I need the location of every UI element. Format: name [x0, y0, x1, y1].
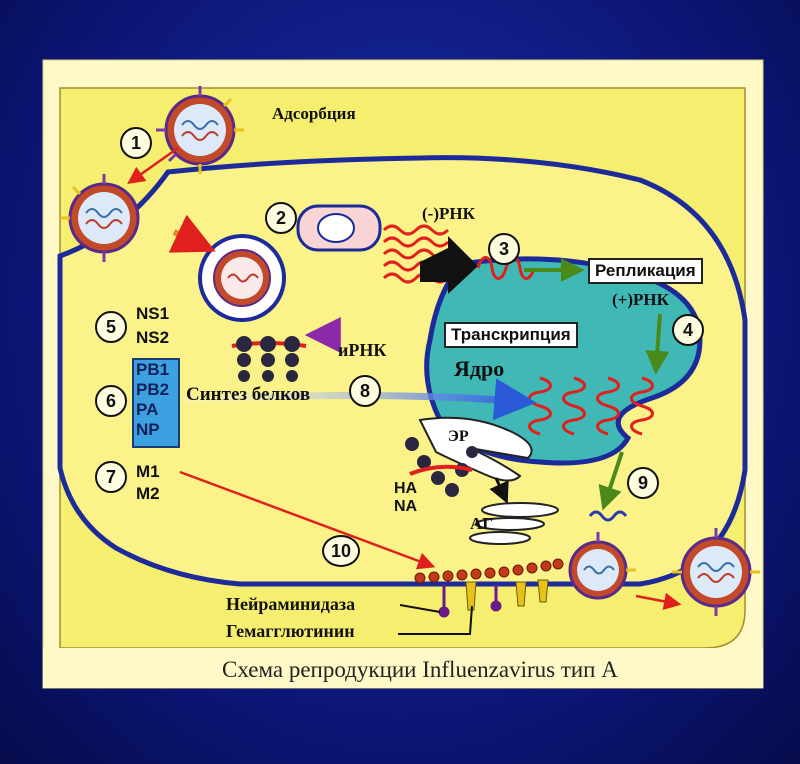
golgi-apparatus — [469, 502, 559, 545]
pointer-hemagglutinin — [398, 605, 473, 635]
virion-adsorption — [164, 94, 236, 166]
membrane-m1-dots — [414, 558, 564, 584]
step-3-marker: 3 — [488, 233, 520, 265]
virion-budding — [568, 540, 628, 600]
label-ns1: NS1 — [136, 304, 170, 323]
label-golgi: АГ — [470, 514, 494, 533]
label-pos-rna: (+)РНК — [612, 290, 669, 309]
arrow-endocytosis — [168, 214, 216, 253]
label-nucleus: Ядро — [454, 356, 505, 381]
label-replication: Репликация — [588, 258, 703, 284]
virion-spikes — [60, 86, 760, 616]
label-protein-synthesis: Синтез белков — [186, 384, 311, 405]
polymerase-protein-box: PB1 PB2 PA NP — [132, 358, 180, 448]
label-ha: HA — [394, 480, 418, 497]
pointer-neuraminidase — [399, 604, 441, 613]
step-1-marker: 1 — [120, 127, 152, 159]
rna-coil-step3 — [476, 256, 536, 280]
label-er: ЭР — [448, 428, 469, 445]
figure-caption: Схема репродукции Influenzavirus тип А — [222, 657, 618, 682]
arrow-m1-to-membrane — [179, 470, 436, 570]
label-adsorption: Адсорбция — [272, 104, 356, 123]
label-m2: M2 — [136, 484, 160, 503]
ribosomes-er — [405, 437, 478, 497]
virion-binding — [68, 182, 140, 254]
vrna-export — [588, 510, 628, 522]
surface-hemagglutinin — [465, 579, 549, 611]
step-4-marker: 4 — [672, 314, 704, 346]
label-pa: PA — [136, 400, 159, 419]
label-hemagglutinin: Гемагглютинин — [226, 621, 355, 641]
label-neuraminidase: Нейраминидаза — [226, 594, 356, 614]
step-7-marker: 7 — [95, 461, 127, 493]
step-9-marker: 9 — [627, 467, 659, 499]
arrow-release — [635, 592, 682, 610]
label-transcription: Транскрипция — [444, 322, 578, 348]
label-pb2: PB2 — [136, 380, 170, 399]
rna-coils-nucleus — [528, 376, 654, 436]
step-6-marker: 6 — [95, 385, 127, 417]
step-2-marker: 2 — [265, 202, 297, 234]
caption-band — [43, 648, 763, 688]
step-10-marker: 10 — [322, 535, 360, 567]
endosome-virion — [198, 234, 286, 322]
label-na: NA — [394, 498, 418, 515]
virion-released — [680, 536, 752, 608]
arrow-pos-rna-down — [645, 313, 670, 375]
step-5-marker: 5 — [95, 311, 127, 343]
arrow-step9 — [598, 451, 624, 511]
step-8-marker: 8 — [349, 375, 381, 407]
label-mrna: иРНК — [338, 340, 387, 360]
arrow-adsorption — [127, 146, 179, 185]
er-mrna — [409, 464, 473, 476]
label-ns2: NS2 — [136, 328, 170, 347]
label-pb1: PB1 — [136, 360, 170, 379]
label-neg-rna: (-)РНК — [422, 204, 475, 223]
label-np: NP — [136, 420, 160, 439]
label-m1: M1 — [136, 462, 160, 481]
arrow-er-to-golgi — [489, 477, 509, 504]
entry-arrow — [420, 236, 478, 294]
ribosomes-left — [236, 336, 300, 382]
